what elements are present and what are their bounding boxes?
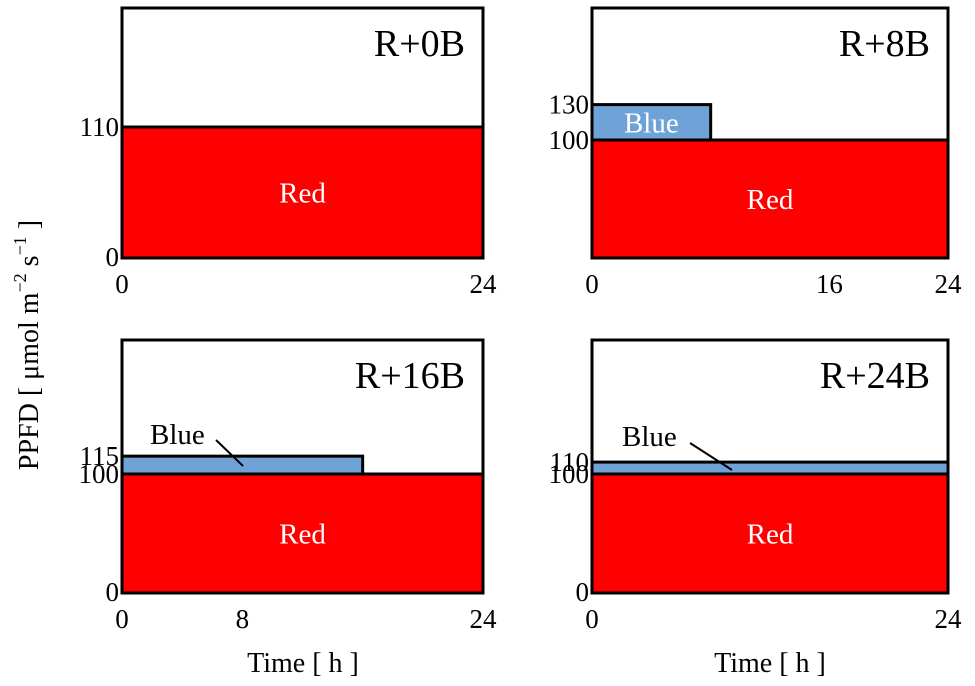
x-tick-label: 8 bbox=[236, 604, 250, 634]
x-tick-label: 0 bbox=[115, 269, 129, 299]
x-tick-label: 24 bbox=[935, 604, 963, 634]
x-axis-title-right: Time [ h ] bbox=[714, 648, 826, 679]
y-tick-label: 0 bbox=[106, 242, 120, 272]
y-axis-title-mid: s bbox=[14, 255, 45, 273]
panel-2: R+8B Red Blue 100 130 0 16 24 bbox=[549, 6, 963, 299]
red-light-area bbox=[590, 138, 950, 260]
y-tick-label: 110 bbox=[550, 447, 590, 477]
blue-leader-line bbox=[689, 442, 733, 471]
blue-label: Blue bbox=[150, 419, 205, 451]
y-axis-title: PPFD [ μmol m−2 s−1 ] bbox=[10, 220, 45, 470]
x-tick-label: 0 bbox=[585, 604, 599, 634]
y-axis-title-sup2: −1 bbox=[10, 236, 30, 255]
panel-title: R+0B bbox=[374, 23, 465, 65]
y-tick-label: 115 bbox=[80, 441, 120, 471]
y-tick-label: 100 bbox=[549, 459, 590, 489]
x-tick-label: 0 bbox=[585, 269, 599, 299]
red-label: Red bbox=[747, 184, 794, 216]
blue-leader-line bbox=[215, 439, 244, 467]
y-axis-title-main: PPFD [ μmol m bbox=[14, 292, 45, 470]
y-tick-label: 100 bbox=[79, 459, 120, 489]
y-axis-title-sup1: −2 bbox=[10, 273, 30, 292]
x-tick-label: 24 bbox=[470, 269, 498, 299]
x-axis-title-left: Time [ h ] bbox=[247, 648, 359, 679]
red-light-area bbox=[590, 472, 950, 595]
red-label: Red bbox=[279, 178, 326, 210]
x-tick-label: 24 bbox=[935, 269, 963, 299]
y-tick-label: 0 bbox=[576, 577, 590, 607]
y-tick-label: 130 bbox=[549, 90, 590, 120]
blue-light-bar bbox=[590, 103, 713, 142]
panel-title: R+8B bbox=[839, 23, 930, 65]
x-tick-label: 0 bbox=[115, 604, 129, 634]
blue-label: Blue bbox=[622, 421, 677, 453]
panel-title: R+16B bbox=[355, 355, 465, 397]
x-tick-label: 16 bbox=[816, 269, 843, 299]
y-axis-title-end: ] bbox=[14, 220, 45, 236]
y-tick-label: 0 bbox=[106, 577, 120, 607]
red-label: Red bbox=[747, 519, 794, 551]
red-light-area bbox=[120, 472, 485, 595]
blue-label: Blue bbox=[624, 107, 679, 139]
x-tick-label: 24 bbox=[470, 604, 498, 634]
blue-light-bar bbox=[590, 460, 950, 476]
panel-title: R+24B bbox=[820, 355, 930, 397]
panel-1: R+0B Red 0 110 0 24 bbox=[80, 6, 498, 299]
red-label: Red bbox=[279, 519, 326, 551]
y-tick-label: 110 bbox=[80, 112, 120, 142]
y-tick-label: 100 bbox=[549, 125, 590, 155]
red-light-area bbox=[120, 125, 485, 260]
